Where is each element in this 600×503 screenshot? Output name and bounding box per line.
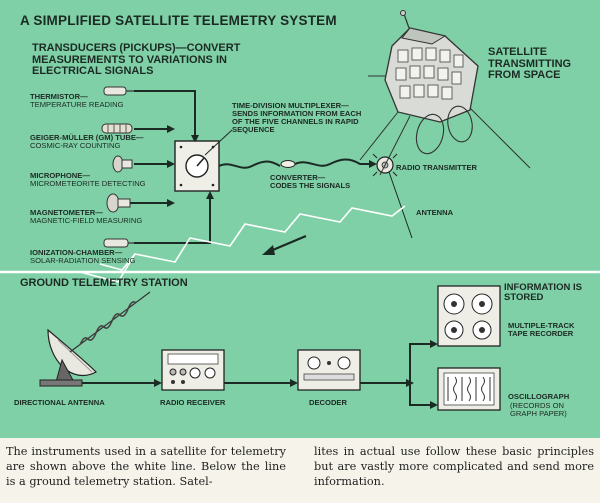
signal-line-b [294,158,374,167]
ground-arrowheads [154,340,438,409]
satellite-icon [359,10,531,176]
ground-station-title: Ground Telemetry Station [20,277,188,289]
satellite-label: Satellite Transmitting From Space [488,46,572,82]
oscillograph-label: Oscillograph [508,392,570,401]
directional-antenna-icon [39,291,151,387]
caption-left: The instruments used in a satellite for … [6,445,286,489]
antenna-wire [388,171,413,239]
geiger-muller-tube-icon [101,123,133,134]
multiplexer-pointer [204,129,233,156]
transducers-heading: Transducers (Pickups)—Convert Measuremen… [32,42,241,78]
tape-recorder-icon [437,285,501,347]
instrument-name: Geiger-Müller (GM) Tube— [30,133,144,142]
multiplexer-label: Time-Division Multiplexer—Sends Informat… [232,101,362,134]
information-stored-label: Information Is Stored [504,282,582,303]
diagram-artwork [0,10,600,411]
radio-receiver-icon [161,349,225,391]
radio-transmitter-label: Radio Transmitter [396,163,477,172]
ionization-chamber-icon [103,238,134,248]
microphone-icon [112,155,133,173]
instrument-desc: Solar-Radiation Sensing [30,256,136,265]
downlink-arrowhead [262,245,275,255]
radio-signal-zigzag-tail [99,253,136,271]
decoder-icon [297,349,361,391]
instrument-name: Microphone— [30,171,90,180]
instrument-desc: Temperature Reading [30,100,124,109]
instrument-name: Ionization-Chamber— [30,248,123,257]
oscillograph-note: (Records on Graph Paper) [510,401,567,418]
downlink-arrow [267,234,307,254]
instrument-desc: Cosmic-Ray Counting [30,141,121,150]
converter-label: Converter—Codes the Signals [270,173,351,190]
wire-arrowheads [167,125,214,207]
instrument-desc: Micrometeorite Detecting [30,179,146,188]
multiplexer-box [174,140,220,192]
instrument-wires [130,90,211,244]
ground-wires [82,343,434,406]
decoder-label: Decoder [309,398,347,407]
converter-icon [280,160,296,168]
radio-receiver-label: Radio Receiver [160,398,226,407]
caption-right: lites in actual use follow these basic p… [314,445,594,489]
instrument-name: Magnetometer— [30,208,103,217]
transmitter-arrowhead [369,160,377,168]
directional-antenna-label: Directional Antenna [14,398,105,407]
instrument-name: Thermistor— [30,92,88,101]
oscillograph-icon [437,367,501,411]
antenna-label: Antenna [416,208,454,217]
magnetometer-icon [106,193,131,213]
tape-recorder-label: Multiple-Track Tape Recorder [508,321,575,338]
signal-line-a [218,160,281,169]
instrument-desc: Magnetic-Field Measuring [30,216,143,225]
thermistor-icon [103,86,134,96]
diagram-title: A Simplified Satellite Telemetry System [20,13,337,28]
